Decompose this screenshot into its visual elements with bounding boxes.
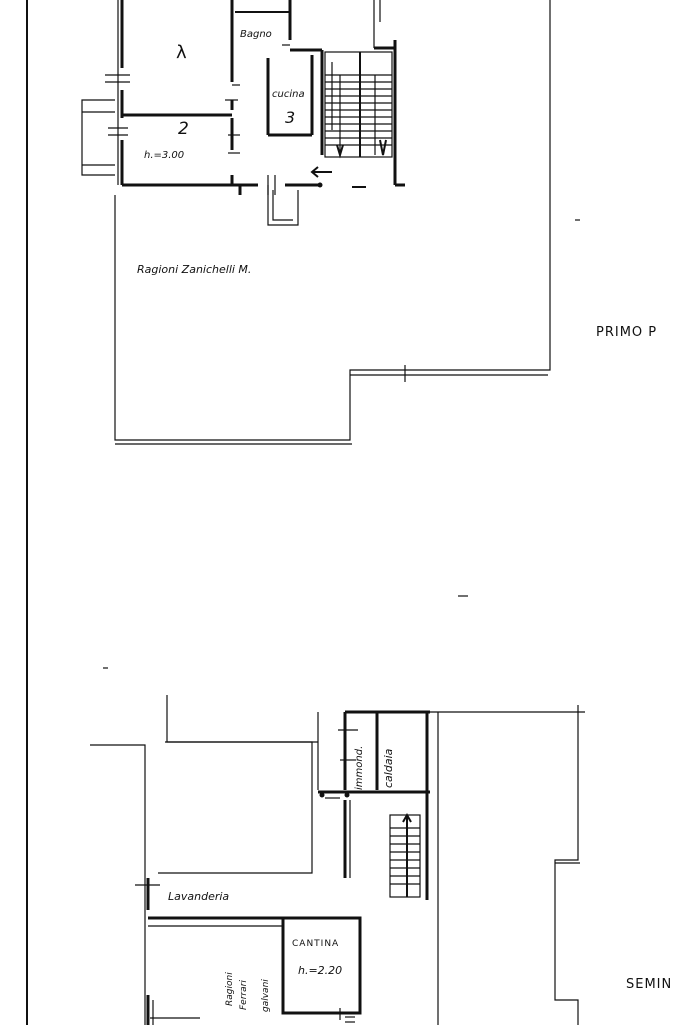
upper-building-outline bbox=[114, 0, 551, 441]
boiler-room-label: caldaia bbox=[382, 748, 395, 788]
cellar-label: CANTINA bbox=[292, 939, 339, 949]
upper-floor-plan: λ 2 3 Bagno cucina h.=3.00 Ragioni Zanic… bbox=[81, 0, 657, 597]
basement-walls bbox=[318, 710, 430, 900]
upper-apartment-walls bbox=[117, 0, 405, 226]
owner-note-line1: Ragioni bbox=[225, 972, 235, 1006]
owner-note: Ragioni Zanichelli M. bbox=[137, 263, 251, 276]
basement-staircase bbox=[389, 812, 421, 898]
room-1-mark: λ bbox=[176, 42, 188, 63]
basement-outline-right bbox=[554, 705, 579, 1025]
basement-floor-label: SEMIN bbox=[626, 977, 672, 992]
basement-rooms bbox=[135, 878, 362, 1025]
bathroom-label: Bagno bbox=[240, 29, 272, 40]
basement-floor-plan: immond. caldaia Lavanderia Ragioni Ferra… bbox=[90, 667, 672, 1025]
cellar-height-note: h.=2.20 bbox=[298, 964, 342, 977]
basement-inner-room bbox=[158, 695, 313, 874]
upper-window-ticks bbox=[81, 74, 130, 176]
laundry-label: Lavanderia bbox=[168, 890, 229, 903]
basement-outline-left bbox=[90, 744, 146, 1025]
room-2-mark: 2 bbox=[178, 119, 189, 139]
owner-note-line2: Ferrari bbox=[239, 980, 249, 1010]
owner-note-line3: galvani bbox=[261, 979, 271, 1012]
waste-room-label: immond. bbox=[354, 746, 365, 790]
first-floor-label: PRIMO P bbox=[596, 325, 657, 340]
room-3-mark: 3 bbox=[285, 108, 295, 127]
kitchen-label: cucina bbox=[272, 89, 305, 100]
upper-staircase bbox=[310, 51, 393, 188]
ceiling-height-note: h.=3.00 bbox=[144, 150, 184, 161]
